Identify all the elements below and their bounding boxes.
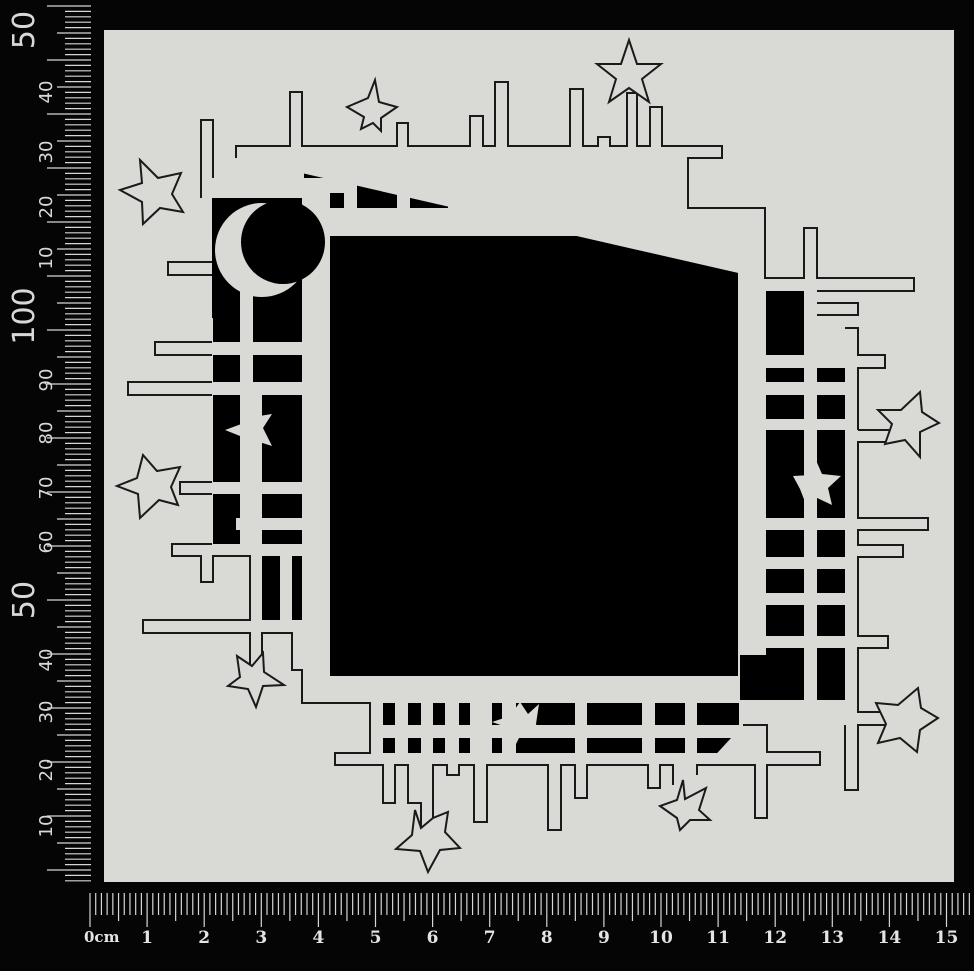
- left-ruler: 50 40 30 20 10 100 90 80 70 60 50 40 30 20 10: [7, 5, 91, 882]
- star-icon: [117, 157, 186, 227]
- star-icon: [874, 686, 940, 754]
- ruler-label: 20: [36, 759, 57, 782]
- ruler-label: 80: [36, 422, 57, 445]
- ruler-label: 10: [36, 247, 57, 270]
- star-icon: [594, 36, 664, 105]
- ruler-label: 50: [7, 581, 42, 619]
- ruler-label: 14: [878, 928, 902, 948]
- ruler-label: 10: [36, 815, 57, 838]
- star-icon: [793, 458, 841, 507]
- ruler-label: 50: [7, 11, 42, 49]
- star-icon: [225, 405, 272, 455]
- frame-aperture: [330, 236, 738, 676]
- ruler-label: 60: [36, 531, 57, 554]
- ruler-label: 6: [427, 928, 439, 948]
- skyline-bars: [127, 81, 929, 831]
- ruler-label: 15: [935, 928, 959, 948]
- star-icon: [114, 452, 182, 521]
- ruler-label: 3: [255, 928, 267, 948]
- grid-bars: [212, 178, 846, 758]
- ruler-label: 30: [36, 701, 57, 724]
- ruler-label: 4: [312, 928, 324, 948]
- cut-stars: [225, 158, 841, 748]
- ruler-label: 9: [598, 928, 610, 948]
- ruler-label: 10: [649, 928, 673, 948]
- ruler-label: 100: [7, 287, 42, 344]
- star-icon: [492, 702, 541, 748]
- star-icon: [393, 809, 463, 875]
- star-icon: [344, 76, 400, 134]
- ruler-label: 70: [36, 477, 57, 500]
- ruler-label: 5: [370, 928, 382, 948]
- ruler-label: 40: [36, 81, 57, 104]
- ruler-label: 7: [484, 928, 496, 948]
- ruler-label: 20: [36, 196, 57, 219]
- ruler-label: 90: [36, 369, 57, 392]
- ruler-label: 2: [198, 928, 210, 948]
- star-icon: [657, 779, 713, 832]
- star-icon: [875, 389, 942, 460]
- ruler-label: 1: [141, 928, 153, 948]
- ruler-label: 40: [36, 649, 57, 672]
- outline-stars: [114, 36, 942, 875]
- star-icon: [225, 650, 288, 710]
- ruler-label: 12: [763, 928, 787, 948]
- crescent-moon-icon: [215, 200, 325, 297]
- ruler-label: 30: [36, 141, 57, 164]
- frame-die-cut: [114, 36, 942, 875]
- star-icon: [514, 158, 565, 204]
- ruler-unit-label: 0cm: [84, 928, 120, 946]
- ruler-label: 13: [820, 928, 844, 948]
- ruler-label: 11: [706, 928, 730, 948]
- ruler-label: 8: [541, 928, 553, 948]
